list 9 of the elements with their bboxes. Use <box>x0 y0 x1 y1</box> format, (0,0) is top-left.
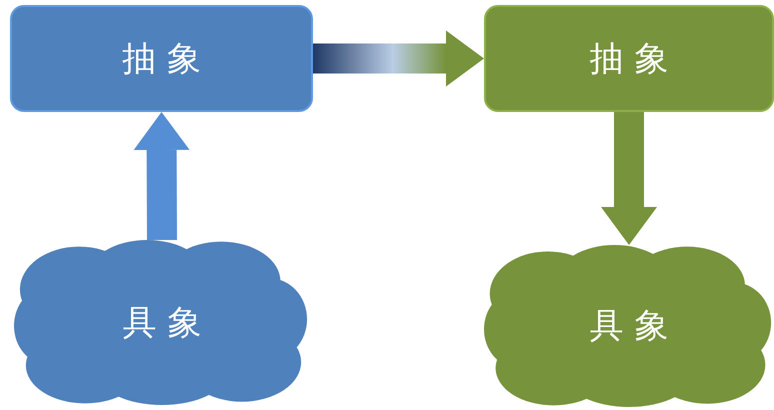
block-arrow <box>313 30 484 86</box>
node-label: 抽 象 <box>590 38 668 80</box>
rounded-box <box>484 5 774 112</box>
node-label: 抽 象 <box>122 38 201 80</box>
block-arrow <box>601 112 657 245</box>
block-arrow <box>134 112 190 240</box>
node-label: 具 象 <box>590 305 668 348</box>
rounded-box <box>10 5 313 112</box>
node-label: 具 象 <box>122 302 202 344</box>
